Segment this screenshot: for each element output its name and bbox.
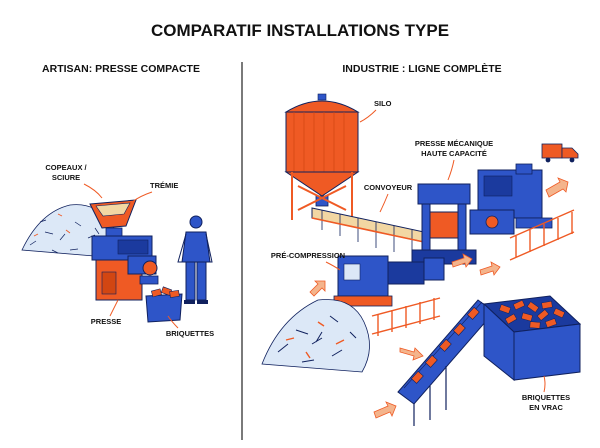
flow-arrows [309, 177, 569, 419]
label-presse-text: PRESSE [91, 317, 121, 326]
arrow-briquettes-left [167, 315, 179, 329]
label-briquettes-left: BRIQUETTES [166, 315, 214, 338]
label-convoyeur: CONVOYEUR [364, 183, 413, 213]
label-silo: SILO [359, 99, 392, 123]
flow-arrow-1 [545, 177, 569, 198]
compact-press [89, 199, 159, 301]
right-panel-heading: INDUSTRIE : LIGNE COMPLÈTE [342, 62, 501, 75]
label-briquettes-vrac-line1: BRIQUETTES [522, 393, 570, 402]
arrow-copeaux [83, 183, 103, 199]
label-presse: PRESSE [91, 299, 121, 326]
label-presse-mecanique-line2: HAUTE CAPACITÉ [421, 149, 487, 158]
flow-arrow-5 [373, 401, 397, 419]
briquette-tray [145, 286, 183, 323]
truck-icon [541, 143, 579, 163]
safety-fences [371, 209, 575, 336]
label-briquettes-vrac-line2: EN VRAC [529, 403, 563, 412]
briquette-elevator [397, 299, 495, 426]
label-copeaux-line2: SCIURE [52, 173, 80, 182]
label-copeaux-line1: COPEAUX / [45, 163, 87, 172]
wood-scrap-pile [261, 299, 370, 373]
label-tremie: TRÉMIE [131, 181, 178, 203]
arrow-convoyeur [379, 193, 389, 213]
flow-arrow-2 [451, 253, 473, 268]
flow-arrow-6 [309, 280, 326, 297]
worker-figure [177, 215, 213, 304]
label-briquettes-left-text: BRIQUETTES [166, 329, 214, 338]
label-copeaux: COPEAUX / SCIURE [45, 163, 103, 199]
label-convoyeur-text: CONVOYEUR [364, 183, 413, 192]
arrow-presse [109, 299, 119, 317]
label-presse-mecanique: PRESSE MÉCANIQUE HAUTE CAPACITÉ [415, 139, 493, 181]
precompression-unit [333, 255, 445, 307]
label-tremie-text: TRÉMIE [150, 181, 178, 190]
label-briquettes-vrac: BRIQUETTES EN VRAC [522, 375, 570, 412]
flow-arrow-4 [399, 347, 424, 361]
arrow-briquettes-vrac [543, 375, 546, 393]
label-precompression-text: PRÉ-COMPRESSION [271, 251, 345, 260]
label-presse-mecanique-line1: PRESSE MÉCANIQUE [415, 139, 493, 148]
left-panel-heading: ARTISAN: PRESSE COMPACTE [42, 63, 200, 75]
arrow-silo [359, 109, 377, 123]
page-title: COMPARATIF INSTALLATIONS TYPE [151, 21, 449, 40]
flow-arrow-3 [479, 261, 501, 276]
conveyor [311, 207, 425, 256]
label-silo-text: SILO [374, 99, 392, 108]
arrow-tremie [131, 191, 153, 203]
arrow-precompression [325, 261, 341, 271]
arrow-presse-mecanique [447, 159, 455, 181]
silo [284, 93, 360, 220]
mechanical-press [411, 163, 553, 265]
label-precompression: PRÉ-COMPRESSION [271, 251, 345, 271]
bulk-bin [482, 295, 582, 382]
